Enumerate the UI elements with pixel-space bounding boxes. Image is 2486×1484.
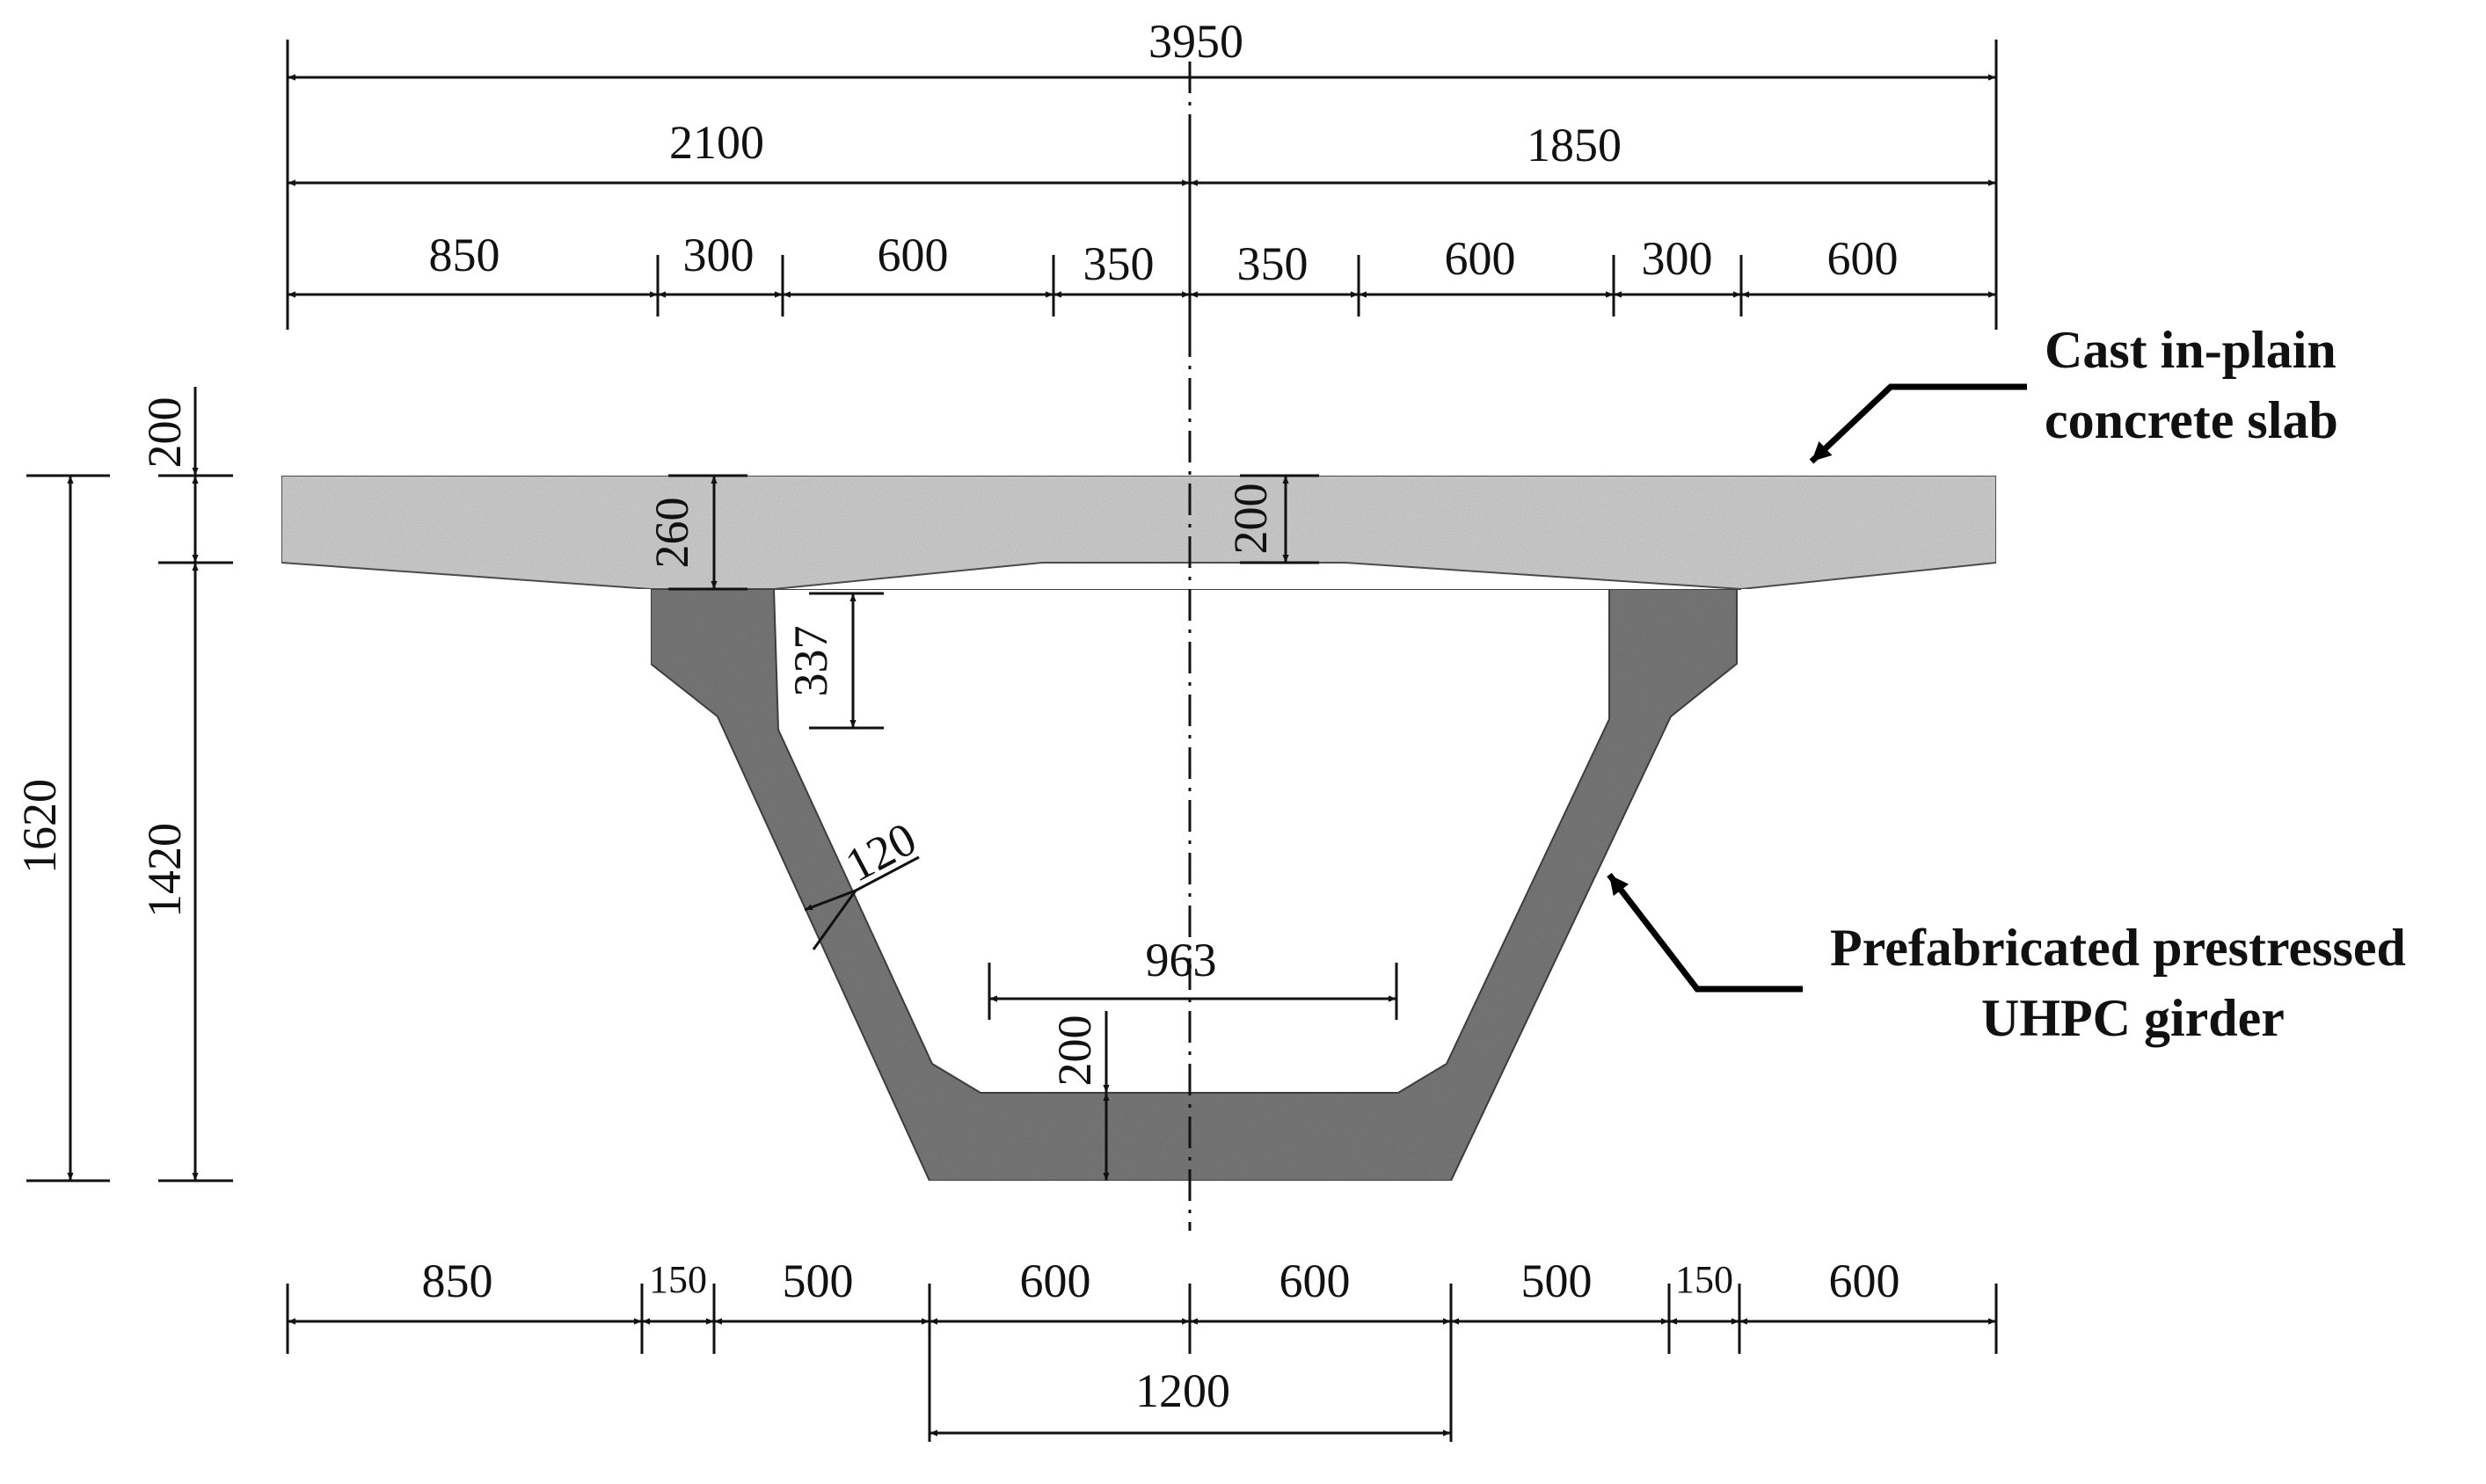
- girder-label-line2: UHPC girder: [1981, 989, 2285, 1047]
- dim-3950: 3950: [1148, 15, 1243, 68]
- dim-bottom-200: 200: [1048, 1015, 1101, 1087]
- slab-label: Cast in-plain concrete slab: [1809, 321, 2338, 464]
- girder-label-line1: Prefabricated prestressed: [1830, 919, 2406, 977]
- top-dimensions: 3950 2100 1850 850 300 600 350 350 600 3…: [286, 15, 1998, 330]
- top-seg-5: 350: [1237, 237, 1309, 290]
- girder-pointer-arrow: [1607, 872, 1803, 993]
- slab-label-line1: Cast in-plain: [2045, 321, 2337, 379]
- bottom-seg-4: 600: [1020, 1255, 1091, 1307]
- slab-label-line2: concrete slab: [2045, 391, 2338, 449]
- top-seg-6: 600: [1445, 232, 1516, 285]
- bottom-seg-3: 500: [783, 1255, 854, 1307]
- dim-1200: 1200: [1135, 1364, 1230, 1417]
- top-seg-3: 600: [878, 229, 949, 281]
- dim-337: 337: [784, 626, 837, 697]
- bottom-seg-5: 600: [1279, 1255, 1351, 1307]
- bottom-seg-7: 150: [1675, 1258, 1733, 1301]
- slab-pointer-arrow: [1809, 383, 2027, 464]
- dim-1850: 1850: [1527, 119, 1622, 171]
- dim-1420: 1420: [138, 823, 191, 918]
- bottom-seg-1: 850: [422, 1255, 493, 1307]
- slab-shape: [281, 475, 1997, 591]
- dim-963: 963: [1146, 934, 1217, 986]
- top-seg-7: 300: [1642, 232, 1713, 285]
- dim-1620: 1620: [13, 779, 66, 874]
- bottom-seg-2: 150: [649, 1258, 707, 1301]
- vertical-dimensions: 1620 200 1420 260 200 337 120 963: [13, 387, 1398, 1182]
- bottom-seg-8: 600: [1829, 1255, 1900, 1307]
- dim-2100: 2100: [669, 116, 764, 169]
- top-seg-2: 300: [683, 229, 755, 281]
- top-seg-4: 350: [1083, 237, 1155, 290]
- bottom-dimensions: 850 150 500 600 600 500 150 600 1200: [286, 1255, 1998, 1442]
- dim-260: 260: [645, 498, 698, 569]
- top-seg-1: 850: [429, 229, 500, 281]
- concrete-slab: [281, 475, 1997, 591]
- bottom-seg-6: 500: [1521, 1255, 1593, 1307]
- top-seg-8: 600: [1827, 232, 1899, 285]
- dim-center-200: 200: [1224, 484, 1277, 555]
- dim-slab-200: 200: [138, 397, 191, 469]
- girder-label: Prefabricated prestressed UHPC girder: [1607, 872, 2406, 1047]
- dim-120: 120: [837, 812, 925, 892]
